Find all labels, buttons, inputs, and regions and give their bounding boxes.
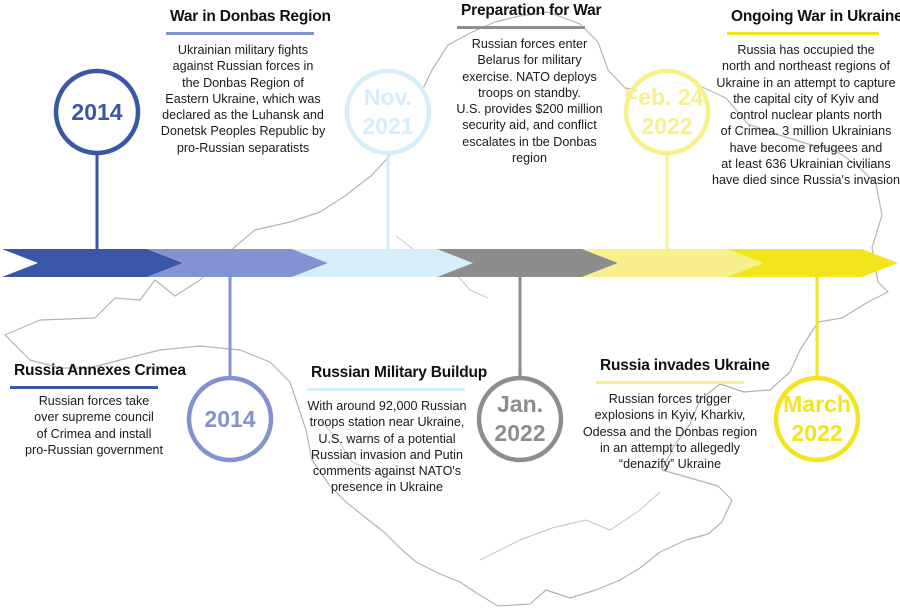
event-description: Russian forces trigger explosions in Kyi… bbox=[582, 392, 758, 472]
event-title: Russia invades Ukraine bbox=[600, 357, 770, 374]
timeline-arrow-segment bbox=[582, 249, 763, 277]
event-title-underline bbox=[10, 386, 158, 389]
event-description: With around 92,000 Russian troops statio… bbox=[307, 399, 467, 495]
event-title-underline bbox=[307, 388, 465, 391]
timeline-circle bbox=[186, 375, 274, 463]
event-date: 2014 bbox=[71, 98, 123, 125]
timeline-arrow-segment bbox=[727, 249, 898, 277]
timeline-circle bbox=[344, 68, 432, 156]
event-title: Russian Military Buildup bbox=[311, 364, 488, 381]
timeline-circle bbox=[623, 68, 711, 156]
timeline-circle bbox=[53, 68, 141, 156]
timeline-arrow-segment bbox=[2, 249, 183, 277]
event-description: Russia has occupied the north and northe… bbox=[712, 43, 900, 188]
event-title: War in Donbas Region bbox=[170, 8, 331, 25]
timeline-arrow-segment bbox=[292, 249, 473, 277]
timeline-circle bbox=[773, 375, 861, 463]
event-date: Feb. 24, 2022 bbox=[624, 84, 710, 139]
event-title: Preparation for War bbox=[461, 2, 602, 19]
event-title-underline bbox=[166, 32, 314, 35]
timeline-arrow-segment bbox=[147, 249, 328, 277]
event-title: Ongoing War in Ukraine bbox=[731, 8, 900, 25]
event-title: Russia Annexes Crimea bbox=[14, 362, 186, 379]
event-title-underline bbox=[457, 26, 585, 29]
event-title-underline bbox=[596, 381, 744, 384]
event-description: Russian forces take over supreme council… bbox=[25, 394, 163, 457]
event-date: Jan. 2022 bbox=[494, 391, 546, 446]
timeline-graphics bbox=[2, 68, 898, 463]
event-title-underline bbox=[727, 32, 879, 35]
timeline-circle bbox=[476, 375, 564, 463]
event-description: Ukrainian military fights against Russia… bbox=[160, 43, 326, 155]
timeline-arrow-segment bbox=[437, 249, 618, 277]
event-description: Russian forces enter Belarus for militar… bbox=[456, 37, 603, 166]
event-date: Nov. 2021 bbox=[362, 84, 414, 139]
event-date: March 2022 bbox=[783, 391, 851, 446]
event-date: 2014 bbox=[204, 405, 256, 432]
